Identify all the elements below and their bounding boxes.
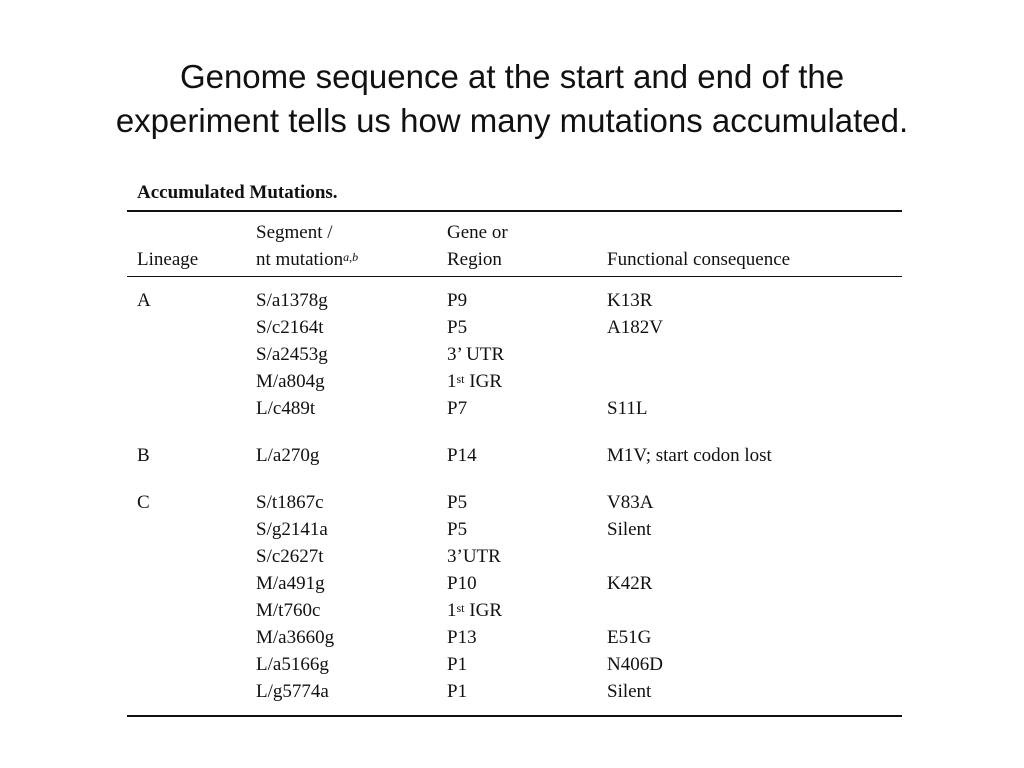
- gene-region-text: P5: [447, 317, 468, 338]
- gene-region-text: P9: [447, 290, 468, 311]
- functional-consequence-cell: E51G: [607, 627, 652, 648]
- slide-title: Genome sequence at the start and end of …: [40, 55, 984, 143]
- segment-mutation-cell: S/c2627t: [256, 546, 324, 567]
- gene-region-cell: P1: [447, 678, 467, 705]
- lineage-label: A: [137, 290, 151, 311]
- segment-mutation-cell: M/a3660g: [256, 627, 335, 648]
- table-caption: Accumulated Mutations.: [137, 182, 338, 203]
- gene-region-text: P10: [447, 573, 477, 594]
- header-functional-consequence: Functional consequence: [607, 249, 791, 270]
- gene-region-text: 3’UTR: [447, 546, 501, 567]
- gene-region-text: 1: [447, 600, 457, 621]
- header-gene-top: Gene or: [447, 222, 508, 243]
- functional-consequence-cell: A182V: [607, 317, 663, 338]
- slide-title-line-2: experiment tells us how many mutations a…: [115, 102, 909, 139]
- header-segment-bottom: nt mutationa,b: [256, 246, 358, 273]
- slide-title-line-1: Genome sequence at the start and end of …: [179, 58, 845, 95]
- gene-region-suffix: IGR: [464, 600, 502, 621]
- header-segment-top: Segment /: [256, 222, 333, 243]
- segment-mutation-cell: S/c2164t: [256, 317, 324, 338]
- gene-region-cell: 1st IGR: [447, 597, 502, 624]
- gene-region-cell: 3’UTR: [447, 543, 501, 570]
- table-header: Lineage Segment / nt mutationa,b Gene or…: [127, 212, 902, 276]
- lineage-label: B: [137, 445, 150, 466]
- segment-mutation-cell: L/c489t: [256, 398, 316, 419]
- functional-consequence-cell: N406D: [607, 654, 663, 675]
- lineage-group: B L/a270g P14 M1V; start codon lost: [127, 432, 902, 479]
- gene-region-text: P1: [447, 654, 468, 675]
- gene-region-cell: P9: [447, 287, 467, 314]
- gene-region-text: P13: [447, 627, 477, 648]
- gene-region-text: 3’ UTR: [447, 344, 505, 365]
- segment-mutation-cell: L/a270g: [256, 445, 320, 466]
- gene-region-cell: P13: [447, 624, 477, 651]
- table-header-rule: [127, 276, 902, 277]
- gene-region-text: P7: [447, 398, 468, 419]
- header-segment-bottom-text: nt mutation: [256, 249, 344, 270]
- header-gene-bottom: Region: [447, 249, 502, 270]
- table-top-rule: [127, 210, 902, 212]
- functional-consequence-cell: K13R: [607, 290, 653, 311]
- functional-consequence-cell: Silent: [607, 681, 652, 702]
- gene-region-cell: P14: [447, 442, 477, 469]
- functional-consequence-cell: M1V; start codon lost: [607, 445, 772, 466]
- functional-consequence-cell: Silent: [607, 519, 652, 540]
- gene-region-cell: P5: [447, 314, 467, 341]
- segment-mutation-cell: S/g2141a: [256, 519, 328, 540]
- header-lineage: Lineage: [137, 249, 199, 270]
- segment-mutation-cell: L/a5166g: [256, 654, 329, 675]
- segment-mutation-cell: M/a804g: [256, 371, 325, 392]
- gene-region-cell: P7: [447, 395, 467, 422]
- gene-region-cell: P10: [447, 570, 477, 597]
- segment-mutation-cell: M/t760c: [256, 600, 321, 621]
- gene-region-cell: P5: [447, 516, 467, 543]
- gene-region-text: P5: [447, 492, 468, 513]
- gene-region-ordinal: st: [456, 601, 465, 615]
- gene-region-text: P5: [447, 519, 468, 540]
- gene-region-ordinal: st: [456, 372, 465, 386]
- segment-mutation-cell: M/a491g: [256, 573, 325, 594]
- segment-mutation-cell: S/t1867c: [256, 492, 324, 513]
- mutations-table: Accumulated Mutations. Lineage Segment /…: [127, 176, 902, 717]
- segment-mutation-cell: L/g5774a: [256, 681, 329, 702]
- segment-mutation-cell: S/a1378g: [256, 290, 328, 311]
- gene-region-text: P1: [447, 681, 468, 702]
- header-segment-footnote: a,b: [343, 250, 359, 264]
- gene-region-cell: P1: [447, 651, 467, 678]
- lineage-group: A S/a1378g P9 K13R S/c2164t P5 A182V S/a2453g 3’…: [127, 277, 902, 432]
- gene-region-text: 1: [447, 371, 457, 392]
- gene-region-text: P14: [447, 445, 477, 466]
- functional-consequence-cell: S11L: [607, 398, 648, 419]
- table-bottom-rule: [127, 715, 902, 717]
- segment-mutation-cell: S/a2453g: [256, 344, 328, 365]
- gene-region-cell: 3’ UTR: [447, 341, 504, 368]
- functional-consequence-cell: K42R: [607, 573, 653, 594]
- functional-consequence-cell: V83A: [607, 492, 654, 513]
- gene-region-suffix: IGR: [464, 371, 502, 392]
- gene-region-cell: P5: [447, 489, 467, 516]
- gene-region-cell: 1st IGR: [447, 368, 502, 395]
- lineage-label: C: [137, 492, 150, 513]
